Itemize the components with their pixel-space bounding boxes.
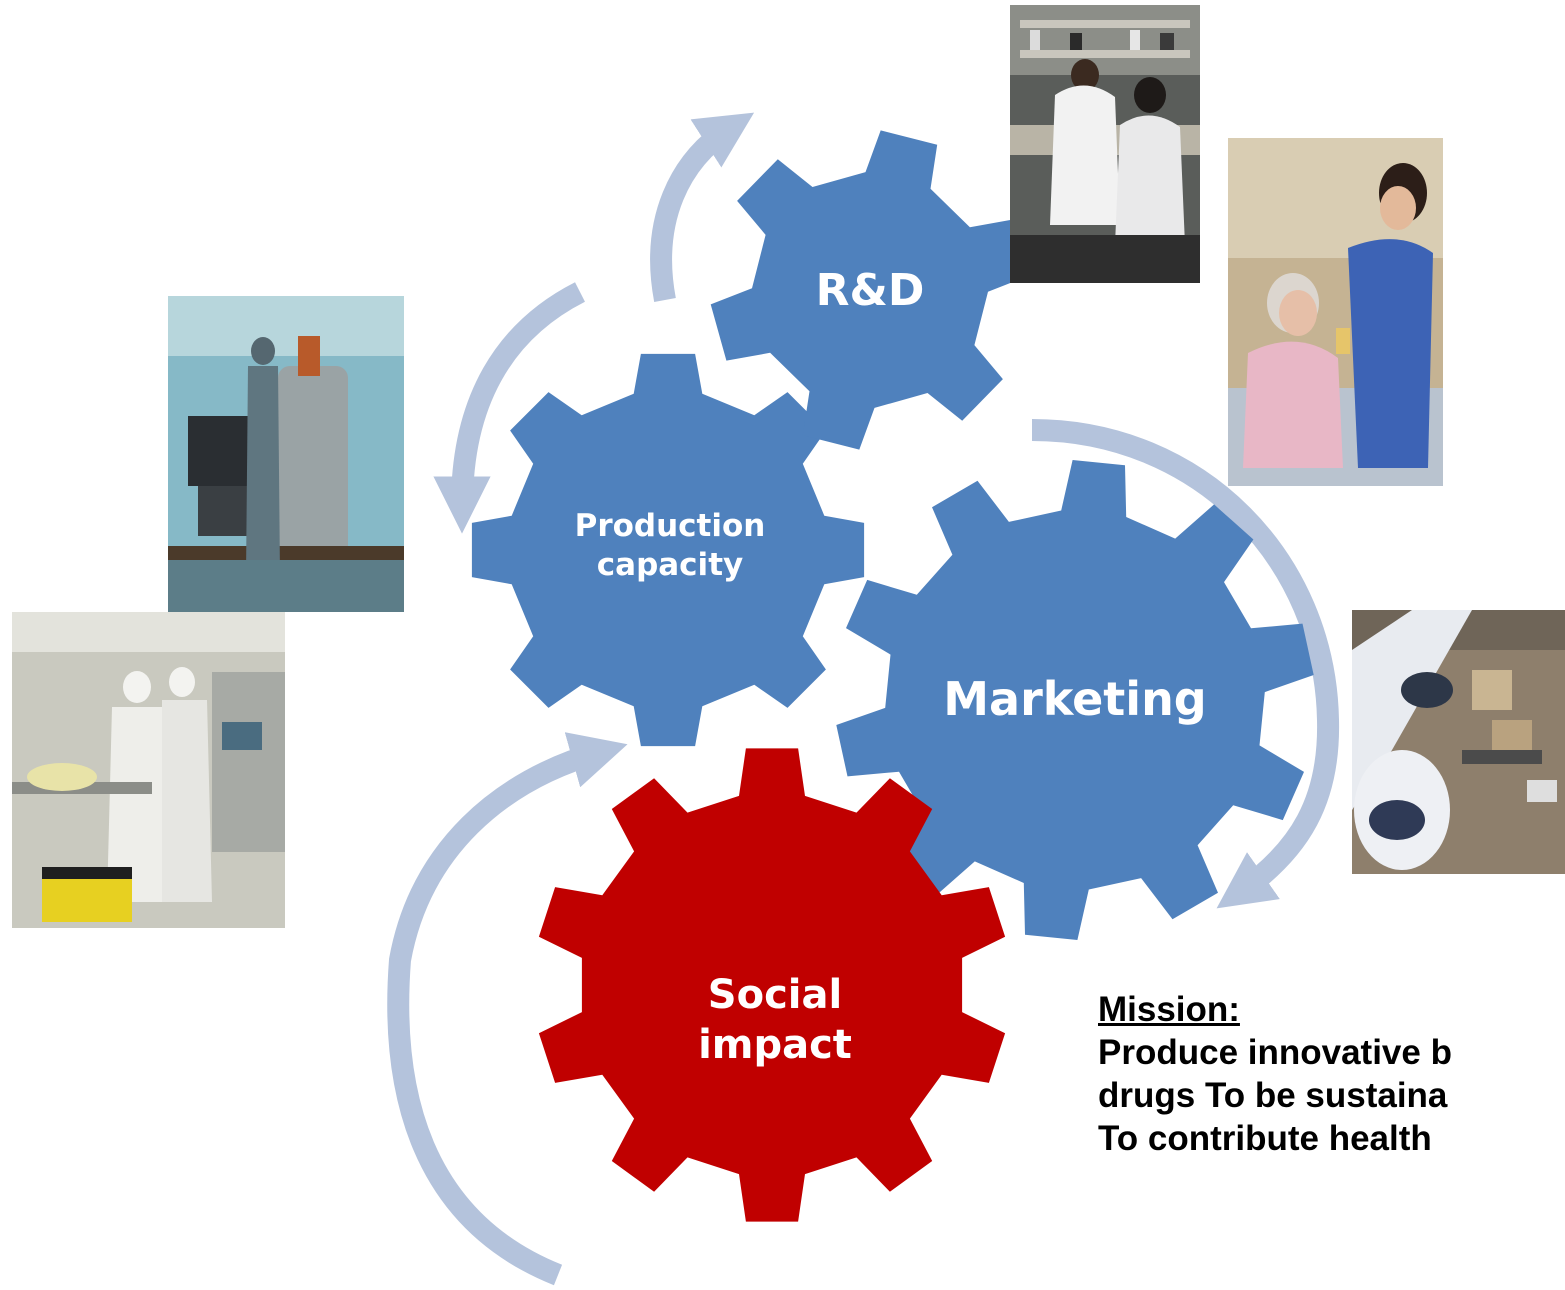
arrow-production-to-rnd	[650, 112, 755, 303]
cleanroom-photo	[12, 612, 285, 928]
rnd-gear	[710, 130, 1030, 450]
airport-cargo-photo	[1352, 610, 1565, 874]
arrow-around-marketing	[1031, 419, 1340, 909]
social-gear	[538, 748, 1006, 1222]
arrow-social-loop	[387, 732, 628, 1286]
production-label-line2: capacity	[596, 547, 744, 583]
rnd-gear-label: R&D	[815, 264, 925, 316]
production-gear-label: Production capacity	[560, 496, 780, 596]
bioreactor-plant-photo	[168, 296, 404, 612]
marketing-gear-body	[836, 460, 1314, 940]
social-gear-label: Social impact	[670, 955, 880, 1085]
mission-line-3: To contribute health	[1098, 1119, 1432, 1158]
nurse-patient-photo	[1228, 138, 1443, 486]
lab-researchers-photo	[1010, 5, 1200, 283]
mission-line-2: drugs To be sustaina	[1098, 1076, 1448, 1115]
mission-statement: Mission: Produce innovative b drugs To b…	[1098, 988, 1565, 1160]
social-label-line1: Social	[707, 972, 843, 1018]
marketing-gear-label: Marketing	[943, 672, 1207, 727]
marketing-gear	[836, 460, 1314, 940]
mission-heading: Mission:	[1098, 990, 1240, 1029]
arrow-rnd-to-production-photo	[433, 282, 586, 534]
mission-line-1: Produce innovative b	[1098, 1033, 1452, 1072]
social-label-line2: impact	[698, 1022, 852, 1068]
production-gear-body	[471, 353, 865, 747]
production-label-line1: Production	[574, 508, 766, 545]
production-gear	[471, 353, 865, 747]
rnd-gear-body	[710, 130, 1030, 450]
social-gear-body	[538, 748, 1006, 1222]
